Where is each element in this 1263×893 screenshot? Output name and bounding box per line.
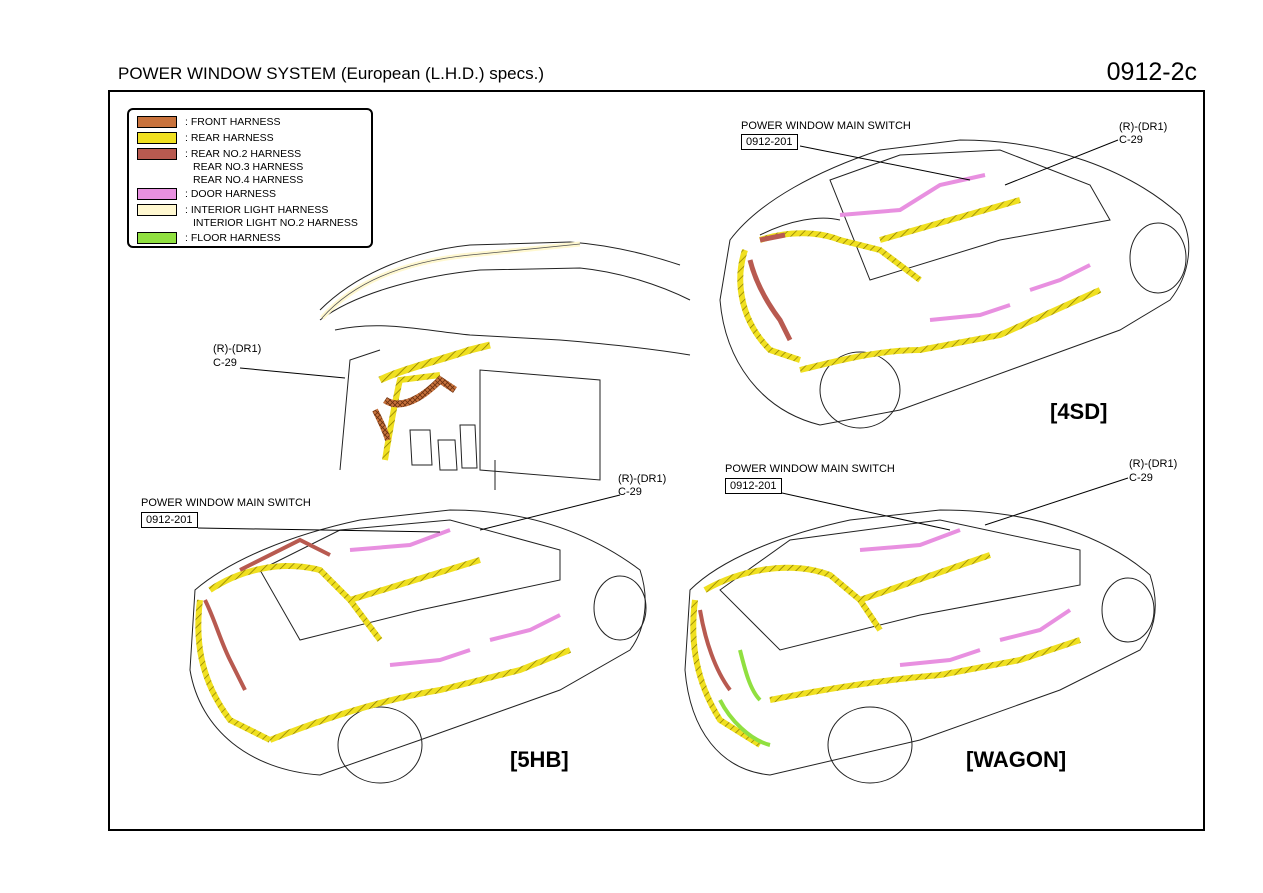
hatch-car-outline <box>189 509 647 784</box>
wagon-variant-label: [WAGON] <box>966 747 1067 772</box>
front-harness-swatch <box>137 116 177 128</box>
page-title: POWER WINDOW SYSTEM (European (L.H.D.) s… <box>118 64 545 83</box>
sedan-switch-label: POWER WINDOW MAIN SWITCH <box>741 120 911 132</box>
floor-harness-swatch <box>137 232 177 244</box>
door-harness-swatch <box>137 188 177 200</box>
wagon-car-outline <box>684 509 1156 784</box>
hatch-switch-label: POWER WINDOW MAIN SWITCH <box>141 497 311 509</box>
wagon-connector-code: C-29 <box>1129 472 1153 484</box>
wagon-switch-ref[interactable]: 0912-201 <box>725 478 782 494</box>
sedan-car-outline <box>719 139 1190 429</box>
wagon-harness <box>690 528 1081 748</box>
hatch-harness <box>195 528 572 743</box>
interior-light-harness-swatch <box>137 204 177 216</box>
dash-connector-code: C-29 <box>213 357 237 369</box>
legend-label: : INTERIOR LIGHT HARNESS <box>185 204 329 216</box>
sedan-switch-ref[interactable]: 0912-201 <box>741 134 798 150</box>
sedan-connector-code: C-29 <box>1119 134 1143 146</box>
dash-connector-label: (R)-(DR1) <box>213 343 262 355</box>
hatch-switch-ref[interactable]: 0912-201 <box>141 512 198 528</box>
legend-label: INTERIOR LIGHT NO.2 HARNESS <box>193 217 358 229</box>
dashboard-harness <box>320 241 581 461</box>
diagram-frame <box>108 90 1205 831</box>
hatch-variant-label: [5HB] <box>510 747 569 772</box>
rear-no2-harness-swatch <box>137 148 177 160</box>
sedan-connector-label: (R)-(DR1) <box>1119 121 1168 133</box>
sedan-variant-label: [4SD] <box>1050 399 1108 424</box>
legend-label: : FRONT HARNESS <box>185 116 281 128</box>
legend-label: REAR NO.3 HARNESS <box>193 161 304 173</box>
legend-label: : FLOOR HARNESS <box>185 232 281 244</box>
wagon-switch-label: POWER WINDOW MAIN SWITCH <box>725 463 895 475</box>
sedan-harness <box>737 173 1102 373</box>
hatch-connector-code: C-29 <box>618 486 642 498</box>
hatch-connector-label: (R)-(DR1) <box>618 473 667 485</box>
wagon-connector-label: (R)-(DR1) <box>1129 458 1178 470</box>
rear-harness-swatch <box>137 132 177 144</box>
legend-label: REAR NO.4 HARNESS <box>193 174 304 186</box>
harness-legend: : FRONT HARNESS : REAR HARNESS : REAR NO… <box>127 108 373 248</box>
page-code: 0912-2c <box>1106 58 1197 86</box>
legend-label: : DOOR HARNESS <box>185 188 277 200</box>
dashboard-illustration <box>319 241 691 490</box>
legend-label: : REAR HARNESS <box>185 132 274 144</box>
legend-label: : REAR NO.2 HARNESS <box>185 148 302 160</box>
